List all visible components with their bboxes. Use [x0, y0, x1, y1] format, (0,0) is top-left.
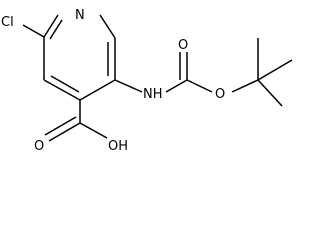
bond-nh-ccarb: [165, 79, 188, 93]
bond-cacid-o-double-inner: [44, 116, 77, 136]
bond-c2-n1-inner: [49, 19, 63, 40]
bond-n1-c6: [99, 14, 116, 39]
bond-ccarb-oester: [186, 79, 213, 93]
atom-label-ester-o: O: [215, 87, 225, 102]
bond-oester-ctert: [231, 79, 259, 93]
bond-ctert-me-right: [257, 59, 293, 81]
bond-c2-n1: [43, 14, 59, 38]
bond-ctert-me-down: [257, 79, 283, 107]
atom-label-carbonyl-o: O: [178, 38, 188, 53]
atom-label-nh: NH: [143, 87, 163, 102]
bond-c2-cl: [22, 24, 45, 38]
bond-c5-c4: [79, 79, 116, 101]
chemical-structure-diagram: Cl N NH O O O OH: [1, 8, 293, 154]
bond-cacid-oh: [79, 122, 108, 139]
atom-label-acid-oh: OH: [108, 139, 128, 154]
atom-label-cl: Cl: [1, 15, 14, 30]
bond-c5-nh: [114, 79, 143, 93]
bond-c4-c3-inner: [50, 75, 80, 93]
atom-label-ring-n: N: [75, 8, 85, 23]
bond-c4-c3: [43, 79, 81, 101]
bond-cacid-o-double: [48, 122, 81, 142]
atom-label-acid-o: O: [34, 139, 44, 154]
